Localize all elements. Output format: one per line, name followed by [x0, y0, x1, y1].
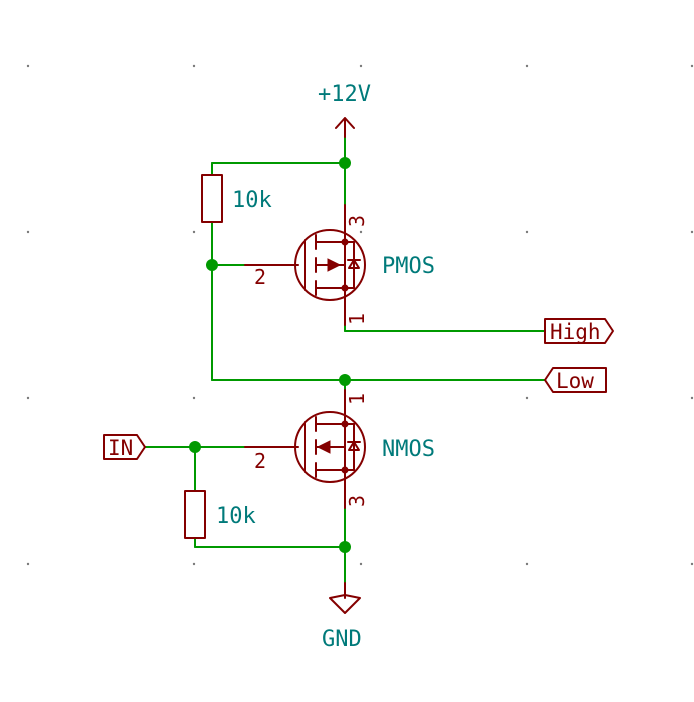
nmos-label: NMOS: [382, 437, 435, 462]
grid-dot: [192, 562, 196, 566]
net-label-in: IN: [103, 434, 146, 460]
vcc-symbol: +12V: [318, 82, 371, 138]
resistor-r1-value: 10k: [232, 188, 272, 213]
resistor-r1: 10k: [201, 174, 272, 223]
net-label-low: Low: [544, 367, 607, 393]
nmos-pin-top: 1: [345, 393, 369, 405]
grid-dot: [192, 64, 196, 68]
net-label-low-text: Low: [556, 369, 594, 393]
grid-dot: [26, 64, 30, 68]
grid-dot: [525, 562, 529, 566]
grid-dot: [26, 562, 30, 566]
pmos-pin-bottom: 1: [345, 313, 369, 325]
nmos-pin-gate: 2: [254, 449, 266, 473]
grid-dot: [690, 64, 694, 68]
grid-dot: [192, 230, 196, 234]
gnd-label: GND: [322, 627, 362, 652]
resistor-r2: 10k: [184, 490, 256, 539]
grid-dot: [525, 230, 529, 234]
junction-in: [189, 441, 201, 453]
junction-gnd: [339, 541, 351, 553]
nmos-pin-bottom: 3: [345, 495, 369, 507]
junction-vcc: [339, 157, 351, 169]
grid-dots: [26, 64, 694, 566]
grid-dot: [525, 396, 529, 400]
grid-dot: [26, 396, 30, 400]
net-label-high-text: High: [550, 320, 601, 344]
grid-dot: [359, 230, 363, 234]
vcc-label: +12V: [318, 82, 371, 107]
nmos-transistor: 1 2 3 NMOS: [244, 389, 435, 509]
grid-dot: [359, 64, 363, 68]
junction-low: [339, 374, 351, 386]
grid-dot: [359, 562, 363, 566]
junctions: [189, 157, 351, 553]
gnd-symbol: GND: [322, 582, 362, 652]
net-label-in-text: IN: [108, 436, 133, 460]
grid-dot: [690, 230, 694, 234]
pmos-transistor: 3 2 1 PMOS: [244, 204, 435, 326]
grid-dot: [690, 396, 694, 400]
grid-dot: [26, 230, 30, 234]
resistor-r2-value: 10k: [216, 504, 256, 529]
wires: [144, 136, 546, 596]
grid-dot: [192, 396, 196, 400]
grid-dot: [525, 64, 529, 68]
grid-dot: [359, 396, 363, 400]
pmos-pin-gate: 2: [254, 265, 266, 289]
junction-pmos-gate: [206, 259, 218, 271]
grid-dot: [690, 562, 694, 566]
net-label-high: High: [544, 318, 614, 344]
pmos-label: PMOS: [382, 254, 435, 279]
pmos-pin-top: 3: [345, 215, 369, 227]
